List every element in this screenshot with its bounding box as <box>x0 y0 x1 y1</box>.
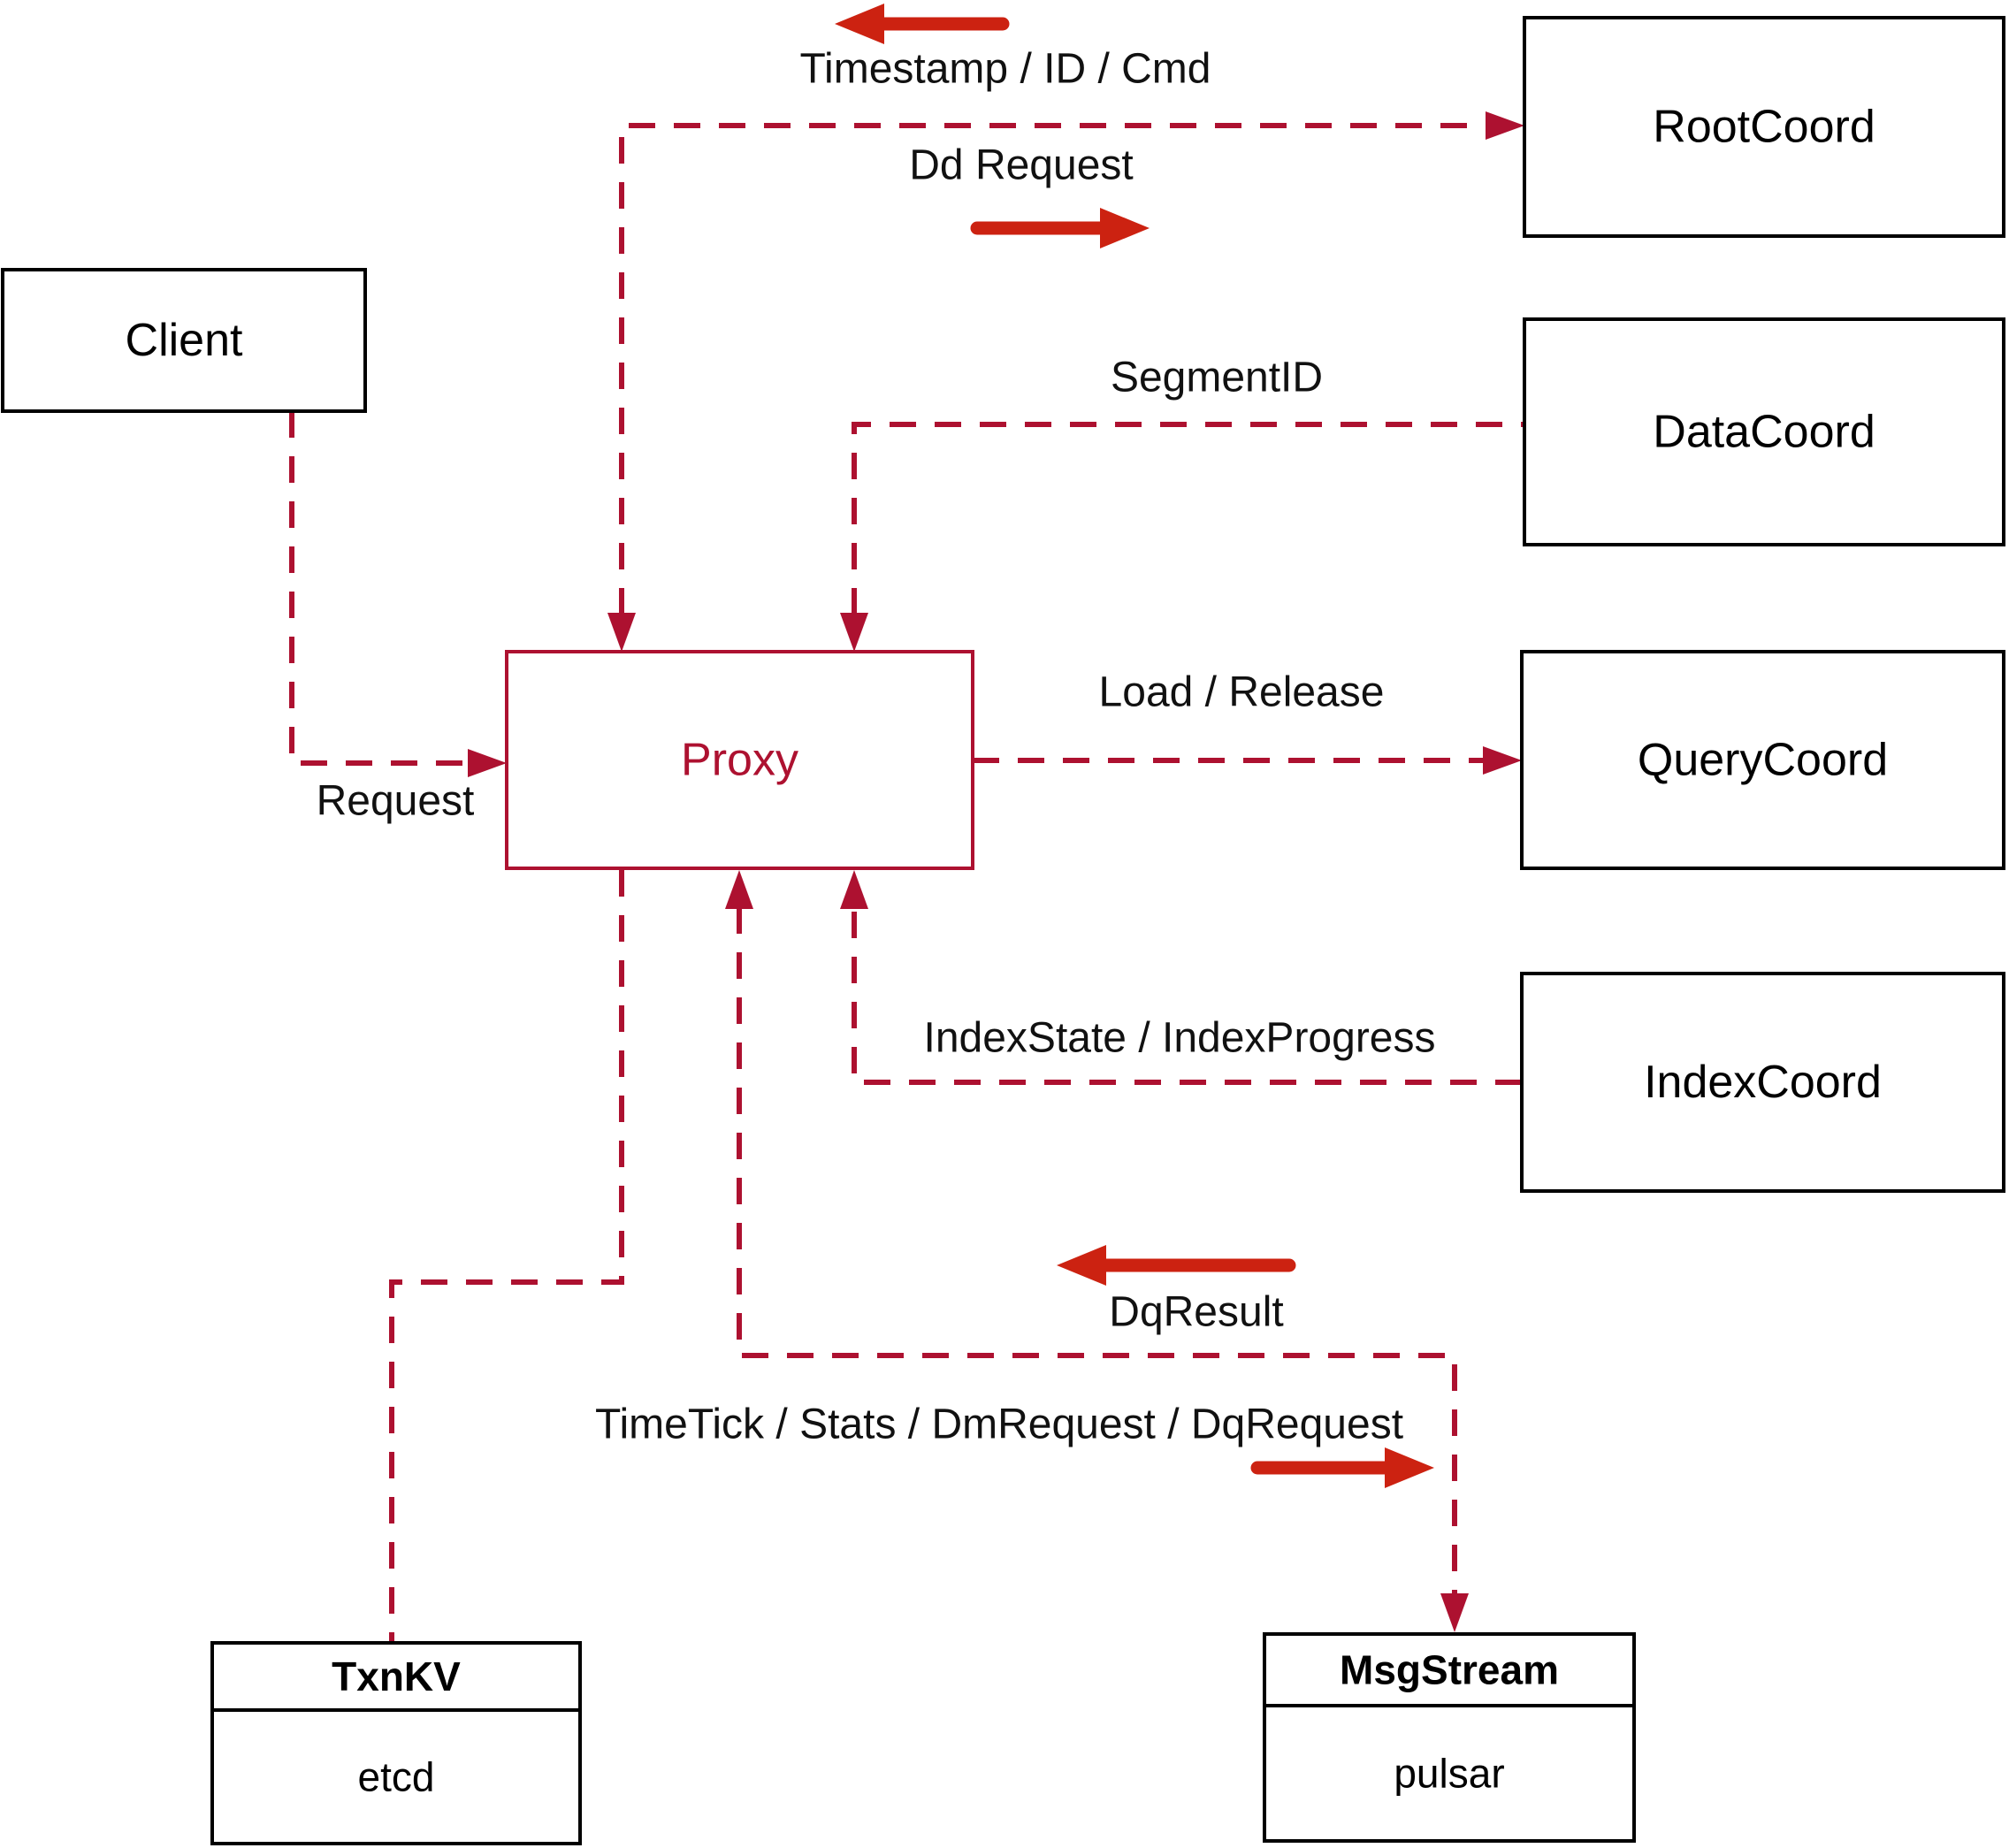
connector-indexcoord-to-proxy <box>840 870 1522 1085</box>
node-querycoord: QueryCoord <box>1520 650 2005 870</box>
connector-proxy-rootcoord <box>607 111 1524 652</box>
node-rootcoord: RootCoord <box>1523 16 2005 238</box>
proxy-msgstream-end_arrowhead-icon <box>1440 1593 1469 1632</box>
flow-label-timestamp-id-cmd: Timestamp / ID / Cmd <box>800 46 1211 93</box>
flow-label-request: Request <box>317 778 475 825</box>
flow-label-load-release: Load / Release <box>1099 669 1385 716</box>
proxy-box <box>505 650 974 870</box>
node-datacoord: DataCoord <box>1523 317 2005 546</box>
proxy-label: Proxy <box>681 735 798 786</box>
direction-arrow-msgstream-to-proxy-flow <box>1057 1245 1296 1286</box>
rootcoord-to-proxy-flow-head-icon <box>835 4 884 44</box>
rootcoord-label: RootCoord <box>1653 102 1875 153</box>
msgstream-box <box>1263 1632 1636 1843</box>
datacoord-box <box>1523 317 2005 546</box>
client-to-proxy-end_arrowhead-icon <box>468 749 507 777</box>
node-msgstream: MsgStream pulsar <box>1263 1632 1636 1843</box>
txnkv-body: etcd <box>358 1754 435 1800</box>
proxy-rootcoord-end_arrowhead-icon <box>1486 111 1524 140</box>
indexcoord-box <box>1520 972 2005 1193</box>
querycoord-label: QueryCoord <box>1638 735 1888 786</box>
node-indexcoord: IndexCoord <box>1520 972 2005 1193</box>
proxy-rootcoord-start_arrowhead-icon <box>607 613 636 652</box>
client-box <box>1 268 367 413</box>
client-to-proxy-line <box>289 411 475 766</box>
msgstream-to-proxy-flow-head-icon <box>1057 1245 1106 1286</box>
flow-label-indexstate-indexprogress: IndexState / IndexProgress <box>924 1015 1436 1062</box>
proxy-msgstream-line <box>737 907 1457 1595</box>
msgstream-body: pulsar <box>1394 1751 1504 1797</box>
flow-label-dq-result: DqResult <box>1109 1289 1283 1336</box>
flow-label-segment-id: SegmentID <box>1111 355 1323 401</box>
node-txnkv: TxnKV etcd <box>210 1641 582 1845</box>
node-client: Client <box>1 268 367 413</box>
connector-proxy-msgstream <box>725 870 1469 1632</box>
indexcoord-to-proxy-line <box>852 907 1522 1085</box>
msgstream-title: MsgStream <box>1340 1647 1559 1693</box>
flow-label-timetick-stats: TimeTick / Stats / DmRequest / DqRequest <box>595 1401 1403 1448</box>
flow-label-dd-request: Dd Request <box>909 142 1133 189</box>
indexcoord-to-proxy-end_arrowhead-icon <box>840 870 868 909</box>
direction-arrow-rootcoord-to-proxy-flow <box>835 4 1010 44</box>
node-proxy: Proxy <box>505 650 974 870</box>
direction-arrow-proxy-to-rootcoord-flow <box>970 208 1150 248</box>
proxy-msgstream-start_arrowhead-icon <box>725 870 753 909</box>
rootcoord-box <box>1523 16 2005 238</box>
indexcoord-label: IndexCoord <box>1644 1057 1882 1108</box>
datacoord-label: DataCoord <box>1653 407 1875 458</box>
txnkv-title: TxnKV <box>332 1653 461 1699</box>
datacoord-to-proxy-line <box>852 422 1524 615</box>
proxy-to-querycoord-end_arrowhead-icon <box>1483 746 1522 775</box>
proxy-to-msgstream-flow-head-icon <box>1385 1447 1434 1488</box>
querycoord-box <box>1520 650 2005 870</box>
proxy-to-rootcoord-flow-head-icon <box>1100 208 1150 248</box>
connector-proxy-txnkv <box>389 870 624 1641</box>
proxy-txnkv-line <box>389 870 624 1641</box>
connector-proxy-to-querycoord <box>973 746 1522 775</box>
datacoord-to-proxy-start_arrowhead-icon <box>840 613 868 652</box>
connector-datacoord-to-proxy <box>840 422 1524 652</box>
client-label: Client <box>126 315 243 366</box>
direction-arrow-proxy-to-msgstream-flow <box>1250 1447 1434 1488</box>
connector-client-to-proxy <box>289 411 507 777</box>
txnkv-box <box>210 1641 582 1845</box>
